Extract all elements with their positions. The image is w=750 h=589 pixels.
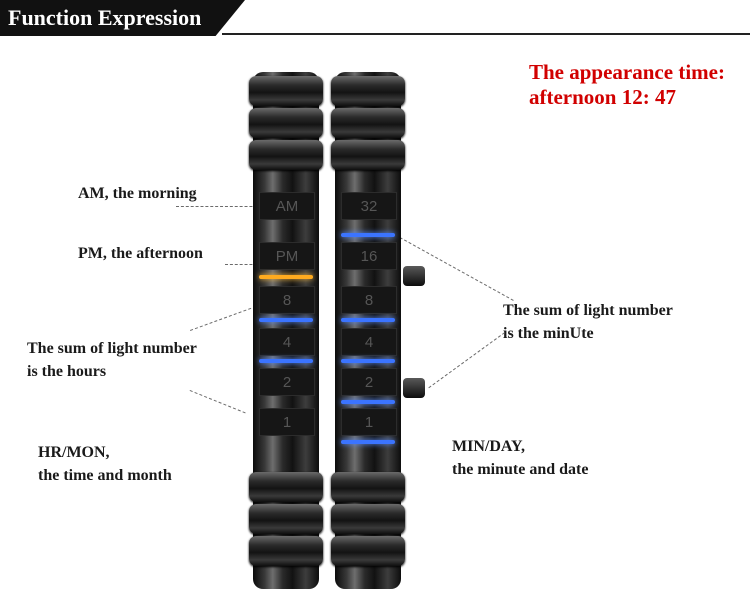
bottom-button-icon[interactable] bbox=[403, 378, 425, 398]
right-links bbox=[331, 72, 405, 589]
led-hour-4 bbox=[259, 359, 313, 363]
cell-hour-1: 1 bbox=[259, 408, 315, 436]
led-min-32 bbox=[341, 233, 395, 237]
leader-minute-lower bbox=[428, 332, 505, 389]
cell-hour-4: 4 bbox=[259, 328, 315, 356]
label-min-day-line1: MIN/DAY, bbox=[452, 438, 526, 455]
leader-am bbox=[176, 206, 272, 207]
label-hr-mon-line2: the time and month bbox=[38, 467, 172, 484]
label-minute-sum-line1: The sum of light number bbox=[503, 302, 673, 319]
cell-min-8: 8 bbox=[341, 286, 397, 314]
cell-min-32: 32 bbox=[341, 192, 397, 220]
led-min-4 bbox=[341, 359, 395, 363]
label-minute-sum: The sum of light number is the minUte bbox=[503, 299, 673, 345]
cell-min-1: 1 bbox=[341, 408, 397, 436]
appearance-time-callout: The appearance time: afternoon 12: 47 bbox=[529, 60, 725, 110]
cell-pm: PM bbox=[259, 242, 315, 270]
binary-led-watch: AM PM 8 4 2 1 32 16 8 4 2 1 bbox=[235, 72, 425, 589]
led-min-8 bbox=[341, 318, 395, 322]
left-links bbox=[249, 72, 323, 589]
appearance-time-value: afternoon 12: 47 bbox=[529, 85, 676, 109]
label-minute-sum-line2: is the minUte bbox=[503, 325, 594, 342]
label-hours-sum: The sum of light number is the hours bbox=[27, 337, 197, 383]
led-min-1 bbox=[341, 440, 395, 444]
label-hours-sum-line1: The sum of light number bbox=[27, 340, 197, 357]
appearance-time-title: The appearance time: bbox=[529, 60, 725, 84]
label-am: AM, the morning bbox=[78, 185, 197, 202]
label-pm: PM, the afternoon bbox=[78, 245, 203, 262]
top-button-icon[interactable] bbox=[403, 266, 425, 286]
label-hr-mon-line1: HR/MON, bbox=[38, 444, 110, 461]
cell-min-2: 2 bbox=[341, 368, 397, 396]
led-hour-8 bbox=[259, 318, 313, 322]
label-hr-mon: HR/MON, the time and month bbox=[38, 441, 172, 487]
leader-pm bbox=[225, 264, 272, 265]
cell-am: AM bbox=[259, 192, 315, 220]
led-min-2 bbox=[341, 400, 395, 404]
cell-hour-2: 2 bbox=[259, 368, 315, 396]
section-title: Function Expression bbox=[0, 0, 245, 36]
header-divider bbox=[222, 33, 750, 35]
cell-min-16: 16 bbox=[341, 242, 397, 270]
cell-min-4: 4 bbox=[341, 328, 397, 356]
label-min-day: MIN/DAY, the minute and date bbox=[452, 435, 588, 481]
label-hours-sum-line2: is the hours bbox=[27, 363, 107, 380]
label-min-day-line2: the minute and date bbox=[452, 461, 589, 478]
led-pm-orange bbox=[259, 275, 313, 279]
cell-hour-8: 8 bbox=[259, 286, 315, 314]
section-title-text: Function Expression bbox=[8, 5, 202, 30]
